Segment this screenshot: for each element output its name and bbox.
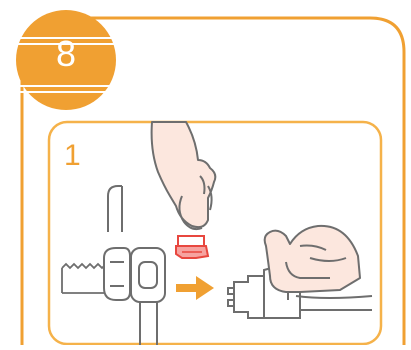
arrow-right-icon	[176, 276, 214, 300]
frame-clip	[103, 247, 166, 303]
hand-right	[263, 224, 373, 311]
canopy-fabric	[61, 262, 113, 294]
sub-step-panel	[47, 120, 383, 346]
hand-left	[150, 121, 217, 231]
sub-step-number: 1	[64, 139, 81, 172]
step-badge	[16, 10, 116, 110]
step-number: 8	[55, 33, 77, 74]
release-tab	[175, 235, 210, 259]
